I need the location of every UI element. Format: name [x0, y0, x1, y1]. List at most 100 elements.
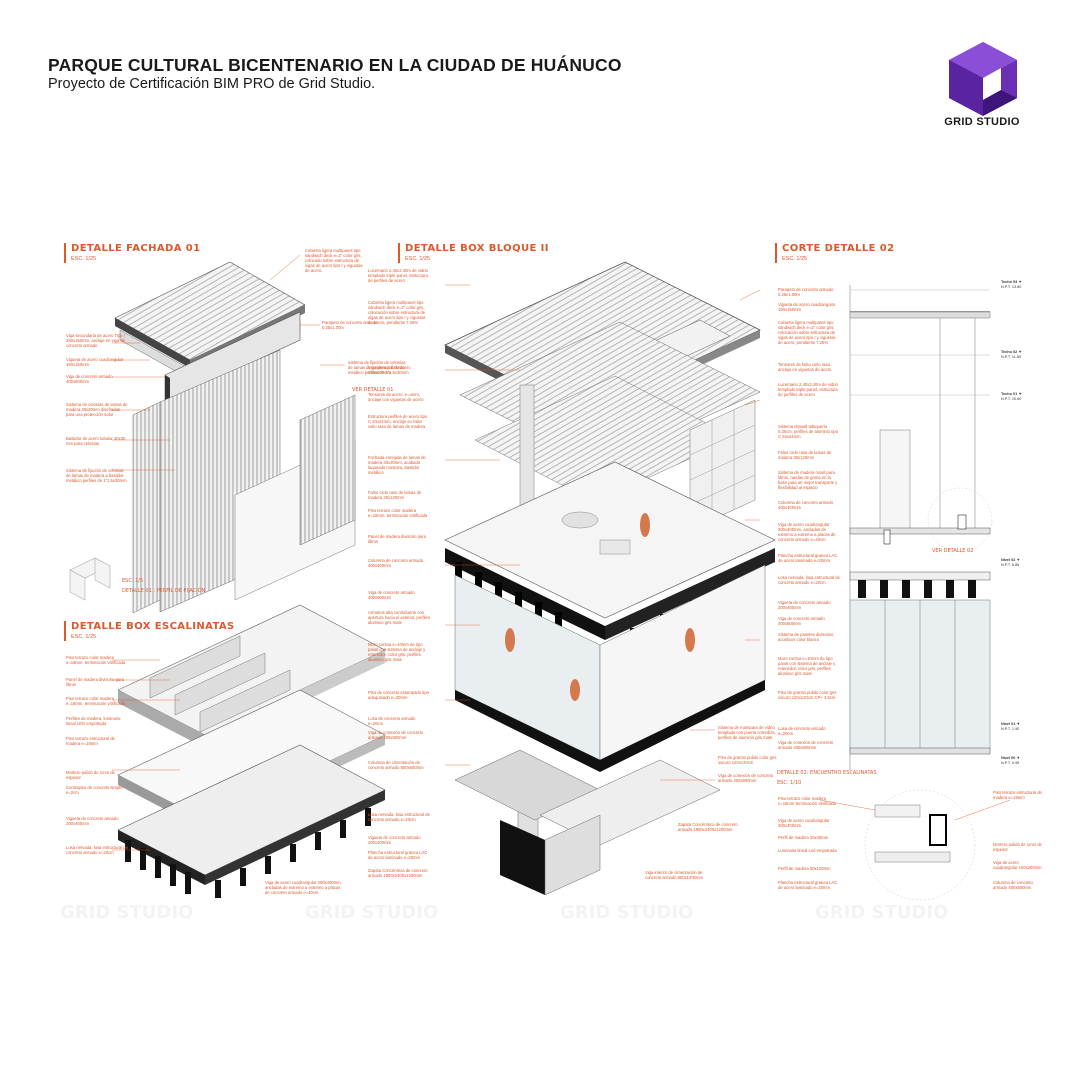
watermark-group: GRID STUDIO GRID STUDIO GRID STUDIO GRID… [60, 902, 948, 923]
annotation: Piso de concreto estampado tipo adoquina… [368, 690, 429, 700]
perfil-scale: ESC. 1/5 [122, 578, 144, 584]
annotation: Zapata Concéntrica de concreto armado 18… [678, 822, 738, 832]
grid-studio-cube-logo-icon [949, 42, 1017, 116]
annotation: Sistema de fijación de celosías de lamas… [348, 360, 409, 375]
annotation: Losa de concreto armado e=20cm [368, 716, 416, 726]
level-marker: Techo 02 ▼N.P.T. 11.80 [1001, 350, 1029, 360]
section-scale: ESC. 1/25 [71, 256, 97, 262]
annotation: Sistema de mampara de vidrio templado co… [718, 725, 776, 740]
annotation: Panel de madera divisorio para libros [368, 534, 426, 544]
level-triangle-icon: ▼ [1016, 558, 1021, 562]
annotation: Piso terrazo estructural de madera e=18m… [66, 736, 115, 746]
level-triangle-icon: ▼ [1018, 350, 1023, 354]
level-value: N.P.T. 10.60 [1001, 397, 1022, 401]
section-corte-detalle: CORTE DETALLE 02 ESC. 1/25 [775, 243, 895, 263]
annotation: Sistema de celosías de lamas de madera 3… [66, 402, 128, 417]
annotation: Vigueta de concreto armado 200x400mm [368, 835, 421, 845]
annotation: Losa nervada: losa estructural de concre… [66, 845, 128, 855]
section-detalle-fachada: DETALLE FACHADA 01 ESC. 1/25 [64, 243, 200, 263]
corte-drawing [849, 285, 993, 901]
level-value: N.P.T. 13.80 [1001, 285, 1022, 289]
annotation: Columna de cimentación de concreto armad… [368, 760, 424, 770]
annotation: Losa nervada: losa estructural de concre… [778, 575, 840, 585]
annotation: Piso terrazo color madera e=18mm, termin… [66, 696, 126, 706]
annotation: Viga de conexión de concreto armado 400x… [718, 773, 774, 783]
annotation: Viga interior de cimentación de concreto… [645, 870, 703, 880]
level-marker: Nivel 02 ▼N.P.T. 5.85 [1001, 558, 1029, 568]
level-name: Nivel 00 [1001, 756, 1016, 760]
annotation: Piso terrazo color madera e=18mm, termin… [368, 508, 428, 518]
annotation: Perfiles de madera, luminaria lineal LED… [66, 716, 121, 726]
watermark-text: GRID STUDIO [560, 902, 693, 923]
level-value: N.P.T. 11.80 [1001, 355, 1022, 359]
fachada-drawing [69, 261, 356, 614]
level-value: N.P.T. 5.85 [1001, 563, 1020, 567]
annotation: Tensores de falso cielo raso, anclaje en… [778, 362, 832, 372]
level-triangle-icon: ▼ [1016, 722, 1021, 726]
annotation: Muro cortina e=10mm de tipo panel con si… [368, 642, 426, 662]
annotation: Bastidor de acero tubular 30x30 mm para … [66, 436, 126, 446]
annotation: Viga de conexión de concreto armado 400x… [368, 730, 424, 740]
annotation: Perfil de madera 50x100mm [778, 866, 831, 871]
annotation: Falso cielo raso de lamas de madera 30x1… [778, 450, 832, 460]
section-title: CORTE DETALLE 02 [782, 243, 895, 254]
box-bloque-drawing [444, 261, 776, 896]
annotation: Plancha estructural granea LAC de acero … [778, 880, 838, 890]
watermark-text: GRID STUDIO [815, 902, 948, 923]
annotation: Parapeto de concreto armado 0.25x1.00m [778, 287, 834, 297]
level-name: Nivel 02 [1001, 558, 1016, 562]
annotation: Vigueta de concreto armado 200x400mm [778, 600, 831, 610]
annotation: Piso terrazo estructural de madera e=18m… [993, 790, 1042, 800]
encuentro-scale: ESC. 1/10 [777, 780, 802, 786]
section-detalle-box-bloque: DETALLE BOX BLOQUE II ESC. 1/25 [398, 243, 549, 263]
annotation: Viga de concreto armado 400x600mm [368, 590, 415, 600]
annotation: Piso de granito pulido color gris oscuro… [778, 690, 837, 700]
annotation: Viga secundaria de acero Tipo I 250x150m… [66, 333, 126, 348]
level-marker: Nivel 01 ▼N.P.T. 1.90 [1001, 722, 1029, 732]
section-detalle-box-escalinatas: DETALLE BOX ESCALINATAS ESC. 1/25 [64, 621, 235, 641]
annotation: Viga principal de acero 250x450mm [368, 365, 411, 375]
annotation: Mortero pulido de 1mm de espesor [993, 842, 1042, 852]
section-title: DETALLE BOX ESCALINATAS [71, 621, 235, 632]
annotation: Perfil de madera 20x40mm [778, 835, 829, 840]
annotation: Falso cielo raso de lamas de madera 30x1… [368, 490, 422, 500]
annotation: Viga de acero cuadrangular 100x200mm [993, 860, 1042, 870]
perfil-fijacion-detail [69, 557, 111, 601]
annotation: Viga de conexión de concreto armado 400x… [778, 740, 834, 750]
annotation: Columna de concreto armado 400x400mm [368, 558, 424, 568]
level-name: Techo 01 [1001, 392, 1018, 396]
annotation: Sistema de paneles divisorios acústicos … [778, 632, 834, 642]
level-triangle-icon: ▼ [1016, 756, 1021, 760]
annotation: Vigueta de acero cuadrangular 150x150mm [778, 302, 836, 312]
level-marker: Techo 01 ▼N.P.T. 10.60 [1001, 392, 1029, 402]
annotation: Viga de concreto armado 400x600mm [66, 374, 113, 384]
annotation: Armarios alta contrafuerte con apertura … [368, 610, 430, 625]
annotation: Parapeto de concreto armado 0.25x1.00m [322, 320, 378, 330]
perfil-label: DETALLE 01 : PERFIL DE FIJACIÓN [122, 588, 206, 594]
annotation: Columna de concreto armado 400x400mm [778, 500, 834, 510]
level-name: Nivel 01 [1001, 722, 1016, 726]
annotation: Fachada enrejada de lamas de madera 30x3… [368, 455, 426, 475]
annotation: Piso terrazo color madera e=18mm, termin… [66, 655, 126, 665]
section-scale: ESC. 1/25 [71, 634, 97, 640]
annotation: Sistema de madera movil para libros, rue… [778, 470, 838, 490]
annotation: Viga de acero cuadrangular 200x400mm, an… [778, 522, 836, 542]
annotation: Piso de granito pulido color gris oscuro… [718, 755, 777, 765]
annotation: Plancha estructural granea LAC de acero … [368, 850, 428, 860]
poster-title: PARQUE CULTURAL BICENTENARIO EN LA CIUDA… [48, 55, 622, 75]
section-scale: ESC. 1/25 [782, 256, 808, 262]
annotation: Vigueta de acero cuadrangular 150x150mm [66, 357, 124, 367]
annotation: Viga de acero cuadrangular 300x400mm [778, 818, 830, 828]
level-marker: Techo 03 ▼N.P.T. 13.80 [1001, 280, 1029, 290]
ver-detalle-01: VER DETALLE 01 [352, 387, 394, 393]
annotation: Vigueta de concreto armado 200x400mm [66, 816, 119, 826]
watermark-text: GRID STUDIO [305, 902, 438, 923]
annotation: Muro cortina e=10mm de tipo panel con si… [778, 656, 836, 676]
section-scale: ESC. 1/25 [405, 256, 431, 262]
annotation: Tensores de acero, e=4mm, anclaje con vi… [368, 392, 424, 402]
leader-lines [112, 254, 1011, 851]
annotation: Columna de concreto armado 400x600mm [993, 880, 1033, 890]
annotation: Panel de madera divisorio para libros [66, 677, 124, 687]
